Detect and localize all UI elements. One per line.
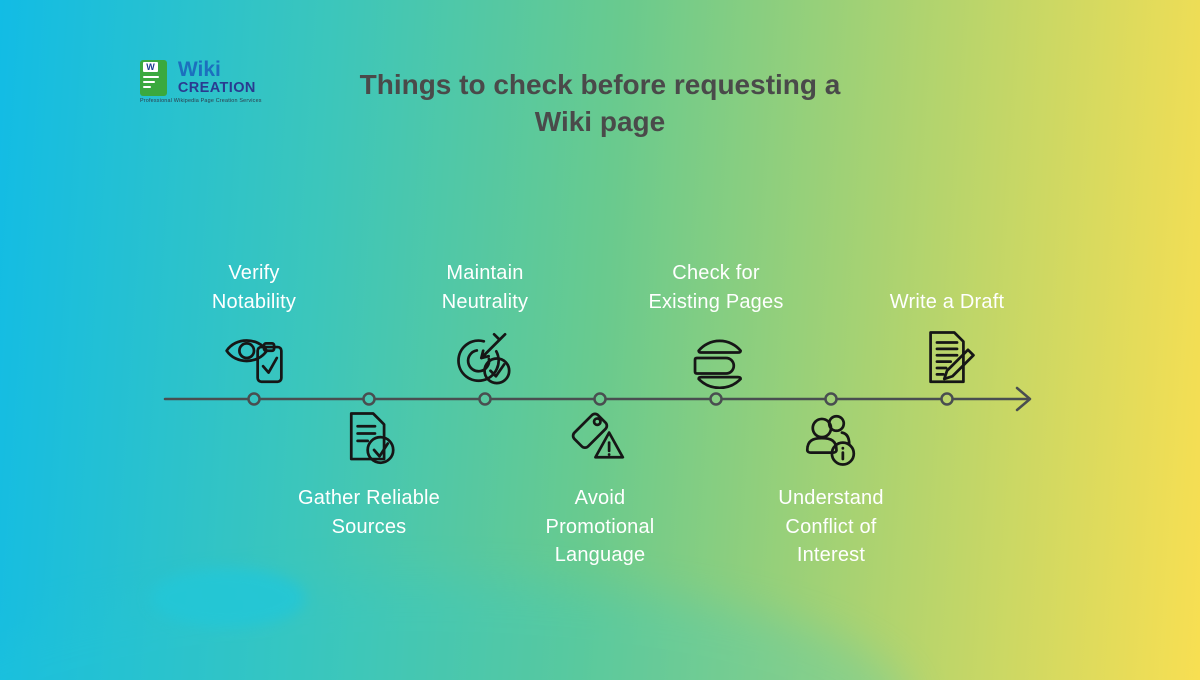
timeline-item-verify-notability: Verify Notability	[194, 259, 314, 389]
eye-clipboard-check-icon	[223, 327, 285, 389]
step-label: Check for Existing Pages	[648, 262, 784, 313]
step-label: Understand Conflict of Interest	[778, 487, 884, 566]
logo-letter: W	[143, 62, 158, 72]
document-pencil-icon	[916, 327, 978, 389]
timeline-item-write-a-draft: Write a Draft	[867, 288, 1027, 390]
logo-brand-name: Wiki	[177, 58, 221, 81]
target-dart-check-icon	[454, 327, 516, 389]
page-title: Things to check before requesting a Wiki…	[359, 69, 841, 137]
timeline-axis	[163, 386, 1032, 412]
timeline-item-check-existing-pages: Check for Existing Pages	[641, 259, 791, 389]
step-label: Avoid Promotional Language	[545, 487, 655, 566]
timeline-item-understand-conflict-of-interest: Understand Conflict of Interest	[770, 408, 892, 570]
step-label: Write a Draft	[889, 290, 1005, 313]
decorative-blob-large	[0, 578, 910, 680]
timeline-node-dots	[247, 392, 954, 406]
wiki-creation-logo-icon: W	[140, 60, 167, 96]
step-label: Verify Notability	[211, 262, 297, 313]
timeline-item-maintain-neutrality: Maintain Neutrality	[420, 259, 550, 389]
timeline-item-gather-reliable-sources: Gather Reliable Sources	[287, 408, 452, 541]
timeline-item-avoid-promotional-language: Avoid Promotional Language	[535, 408, 665, 570]
sliced-globe-icon	[685, 327, 747, 389]
logo-tagline: Professional Wikipedia Page Creation Ser…	[140, 98, 262, 104]
wiki-creation-logo: W Wiki CREATION Professional Wikipedia P…	[140, 58, 262, 104]
step-label: Maintain Neutrality	[441, 262, 529, 313]
logo-brand-name-2: CREATION	[177, 79, 256, 96]
decorative-blob-small	[150, 568, 305, 628]
logo-text-bars	[143, 76, 164, 88]
price-tag-warning-icon	[569, 408, 631, 470]
arrow-right-icon	[1015, 386, 1032, 412]
step-label: Gather Reliable Sources	[298, 487, 440, 538]
document-check-icon	[338, 408, 400, 470]
two-people-info-icon	[800, 408, 862, 470]
